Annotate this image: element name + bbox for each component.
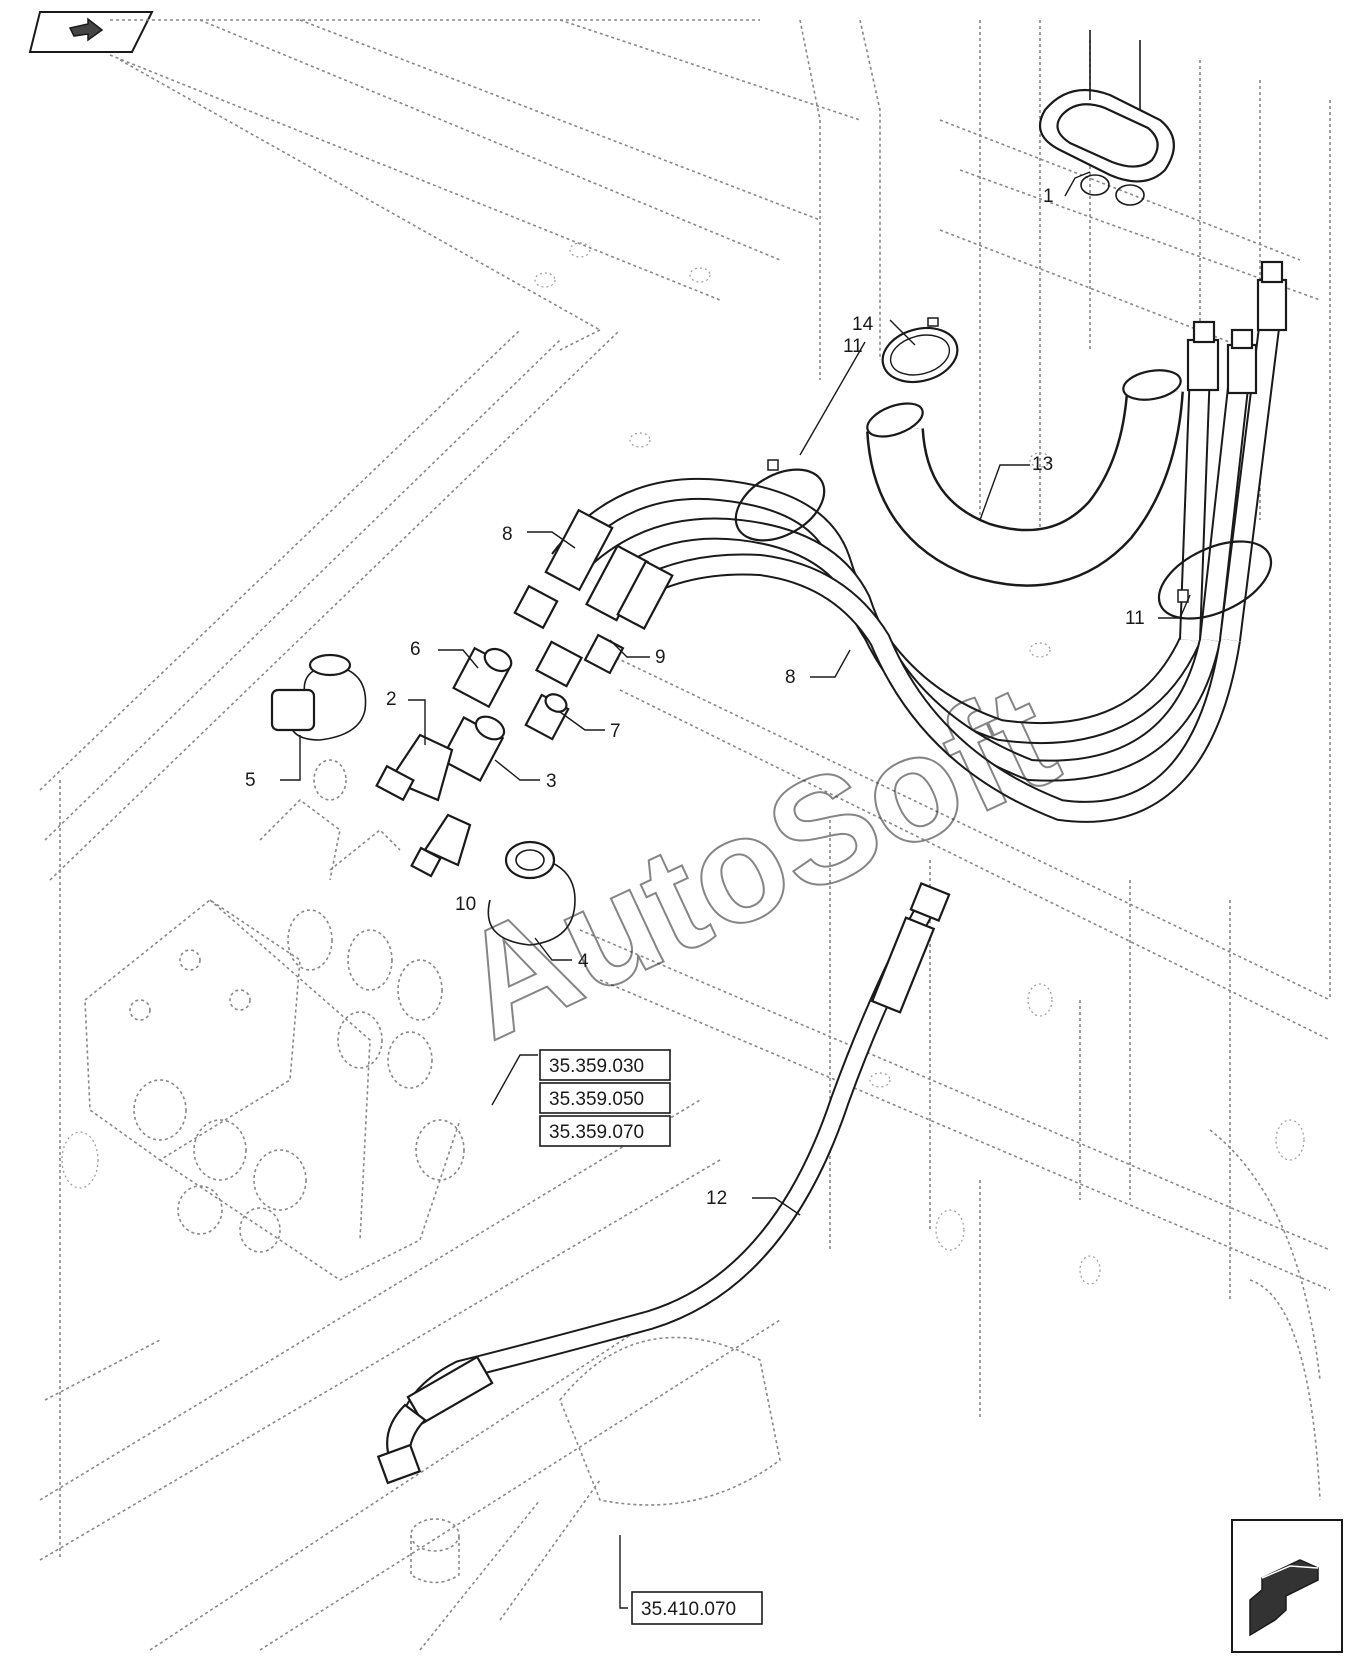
ref-link-35-359-050[interactable]: 35.359.050: [539, 1082, 671, 1114]
part-1-clamp: [1038, 30, 1175, 206]
callout-12: 12: [706, 1188, 727, 1209]
callout-13: 13: [1032, 454, 1053, 475]
valve-block-ghost: [84, 759, 465, 1281]
callout-9: 9: [655, 647, 666, 668]
callout-4: 4: [578, 951, 589, 972]
part-6-adapter: [452, 646, 513, 709]
callout-8a: 8: [502, 524, 513, 545]
part-10-adapter: [410, 813, 472, 878]
back-arrow-icon[interactable]: [28, 11, 154, 53]
part-14-cable-tie: [881, 317, 959, 384]
part-8-9-hose-bundle: [513, 260, 1288, 823]
callout-8b: 8: [785, 667, 796, 688]
part-3-coupler: [439, 715, 506, 783]
ref-label-3: 35.359.070: [549, 1122, 644, 1143]
callout-14: 14: [852, 314, 874, 335]
part-12-hose: [376, 881, 951, 1485]
bottom-port-fitting: [410, 1518, 460, 1584]
part-7-adapter: [524, 693, 570, 741]
part-2-coupler: [375, 733, 454, 802]
part-11-cable-tie-b: [1157, 540, 1273, 620]
callout-6: 6: [410, 639, 421, 660]
callout-10: 10: [455, 894, 476, 915]
part-4-dust-cap: [487, 840, 576, 946]
ref-link-35-359-070[interactable]: 35.359.070: [539, 1115, 671, 1147]
callout-3: 3: [546, 771, 557, 792]
part-5-dust-cap: [270, 653, 367, 741]
ref-link-35-359-030[interactable]: 35.359.030: [539, 1049, 671, 1081]
callout-1: 1: [1043, 186, 1054, 207]
callout-2: 2: [386, 689, 397, 710]
callout-5: 5: [245, 770, 256, 791]
leader-lines: [280, 171, 1191, 1609]
ref-label-1: 35.359.030: [549, 1056, 644, 1077]
ref-label-4: 35.410.070: [641, 1599, 736, 1620]
next-arrow-icon[interactable]: [1231, 1519, 1343, 1653]
callout-11a: 11: [843, 336, 863, 357]
callouts: 1 14 11 13 8 11 9 6 8 2 7 5 3 10 4 12: [245, 186, 1145, 1209]
ref-link-35-410-070[interactable]: 35.410.070: [631, 1591, 763, 1625]
ref-label-2: 35.359.050: [549, 1089, 644, 1110]
callout-11b: 11: [1125, 608, 1145, 629]
part-13-hose: [866, 369, 1184, 587]
callout-7: 7: [610, 721, 621, 742]
part-11-cable-tie-a: [734, 459, 826, 542]
